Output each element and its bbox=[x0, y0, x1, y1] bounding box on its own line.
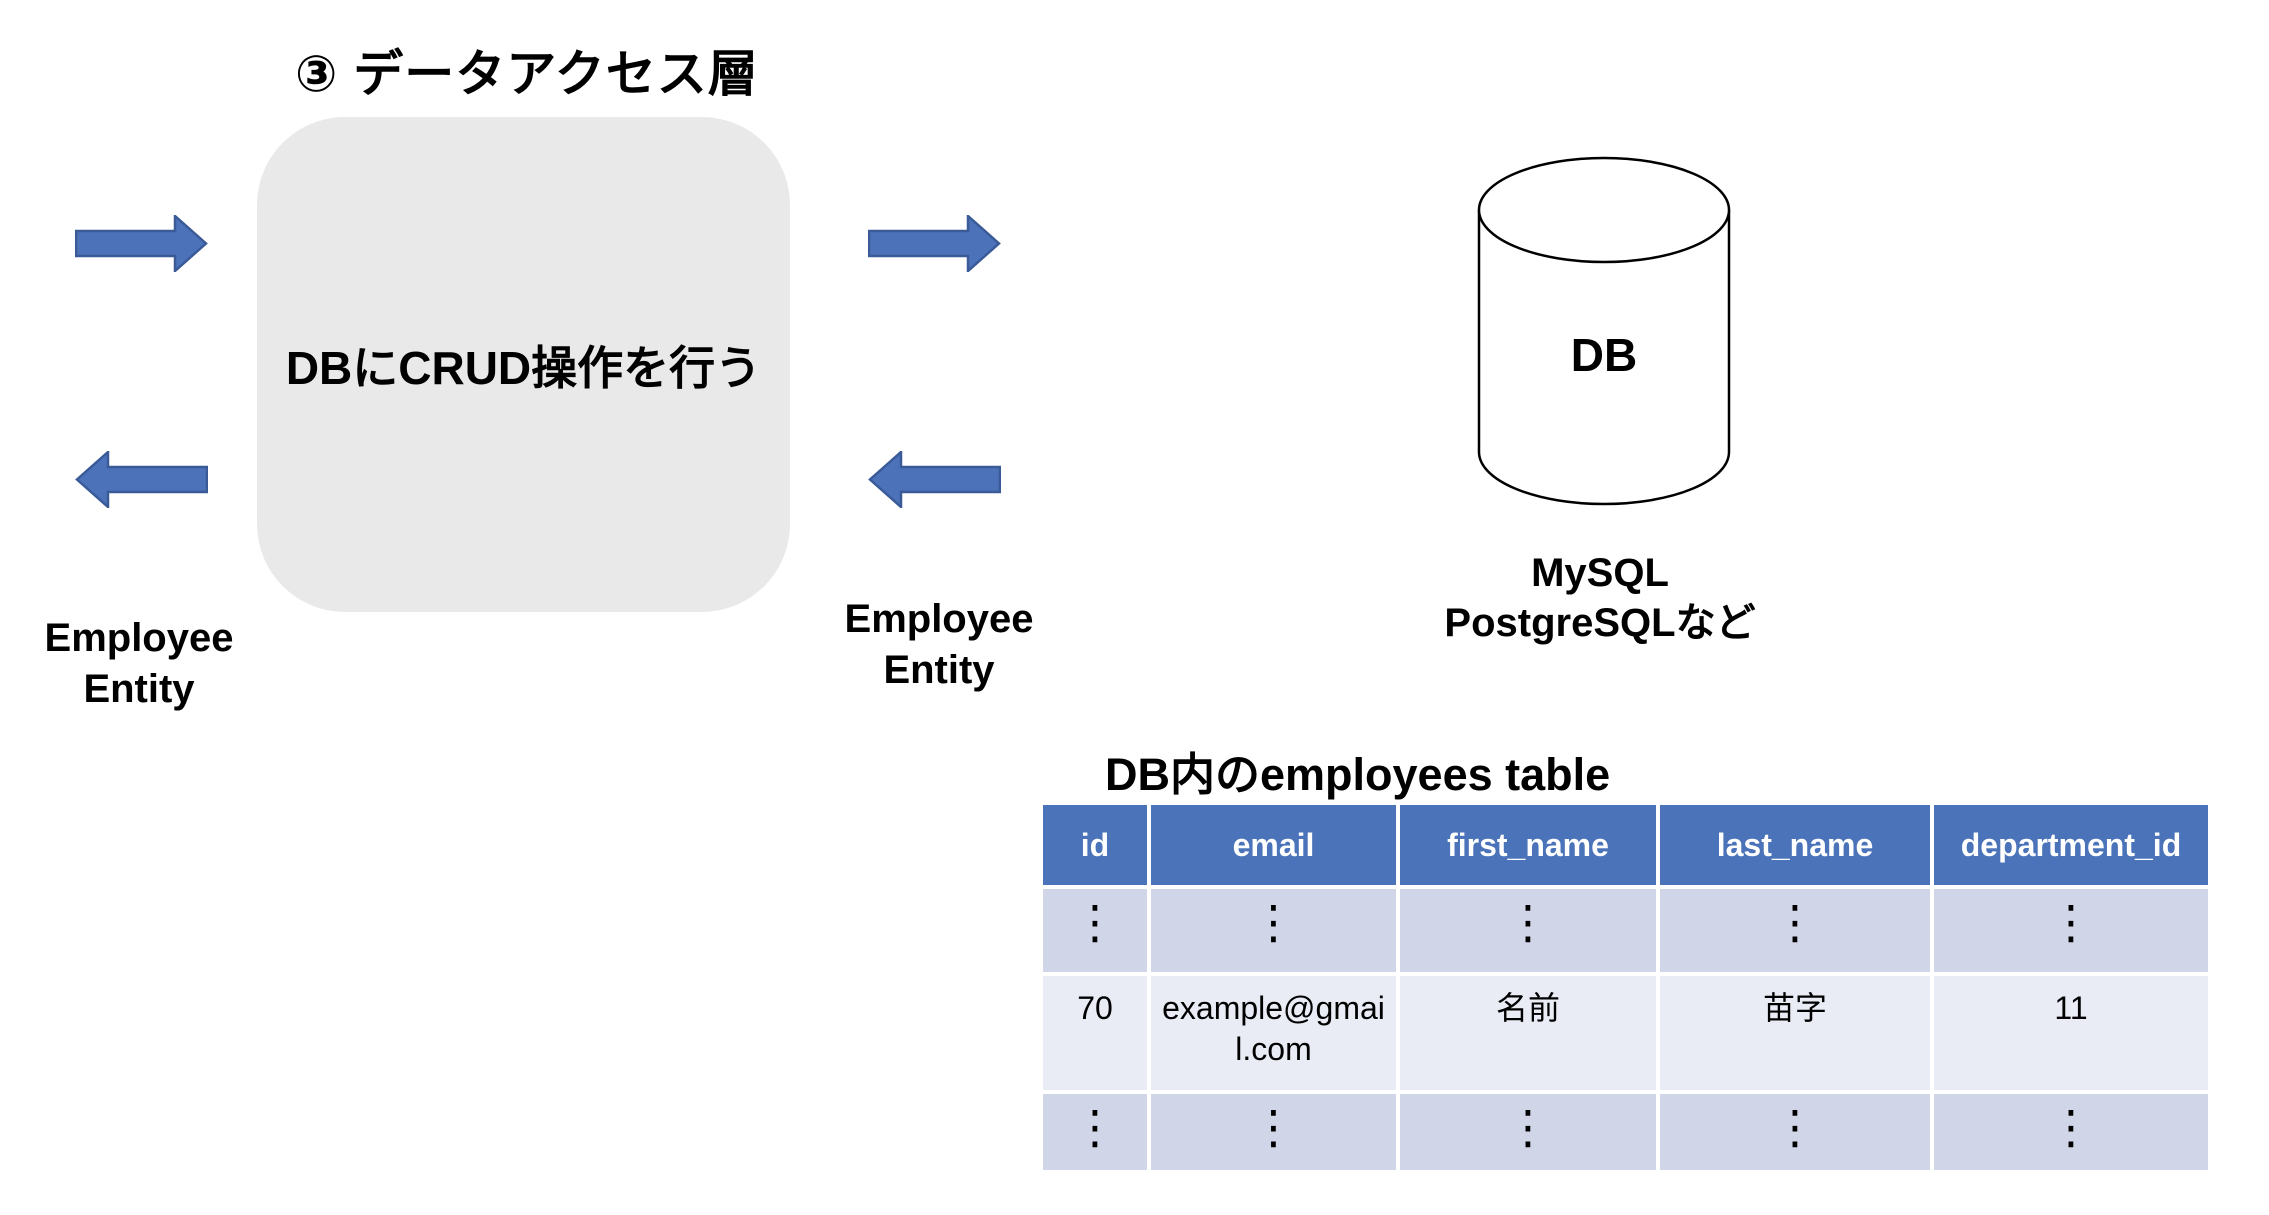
table-cell: ⋮ bbox=[1043, 889, 1147, 972]
db-label: DB bbox=[1570, 329, 1638, 381]
table-cell: ⋮ bbox=[1934, 1094, 2208, 1170]
arrow-left-icon bbox=[868, 451, 1001, 508]
employee-entity-label-left: Employee Entity bbox=[44, 616, 234, 712]
database-cylinder-icon bbox=[1476, 156, 1732, 508]
column-header-email: email bbox=[1151, 805, 1396, 885]
employees-table: id email first_name last_name department… bbox=[1043, 805, 2208, 1170]
table-cell: ⋮ bbox=[1934, 889, 2208, 972]
column-header-first-name: first_name bbox=[1400, 805, 1656, 885]
table-cell: example@gmail.com bbox=[1151, 976, 1396, 1090]
arrow-right-icon bbox=[75, 215, 208, 272]
table-cell: 11 bbox=[1934, 976, 2208, 1090]
column-header-id: id bbox=[1043, 805, 1147, 885]
table-cell: ⋮ bbox=[1660, 889, 1930, 972]
table-cell: 名前 bbox=[1400, 976, 1656, 1090]
arrow-right-icon bbox=[868, 215, 1001, 272]
table-cell: ⋮ bbox=[1151, 889, 1396, 972]
table-cell: ⋮ bbox=[1043, 1094, 1147, 1170]
column-header-last-name: last_name bbox=[1660, 805, 1930, 885]
employee-entity-label-right: Employee Entity bbox=[844, 597, 1034, 693]
table-cell: ⋮ bbox=[1400, 1094, 1656, 1170]
column-header-department-id: department_id bbox=[1934, 805, 2208, 885]
process-box-label: DBにCRUD操作を行う bbox=[285, 341, 762, 394]
db-caption: MySQL PostgreSQLなど bbox=[1444, 551, 1756, 645]
table-cell: ⋮ bbox=[1400, 889, 1656, 972]
table-cell: ⋮ bbox=[1660, 1094, 1930, 1170]
table-cell: 70 bbox=[1043, 976, 1147, 1090]
table-title: DB内のemployees table bbox=[1105, 749, 1611, 800]
data-access-layer-box: DBにCRUD操作を行う bbox=[257, 117, 790, 612]
page-title: ③ データアクセス層 bbox=[295, 46, 759, 102]
arrow-left-icon bbox=[75, 451, 208, 508]
table-cell: 苗字 bbox=[1660, 976, 1930, 1090]
table-cell: ⋮ bbox=[1151, 1094, 1396, 1170]
